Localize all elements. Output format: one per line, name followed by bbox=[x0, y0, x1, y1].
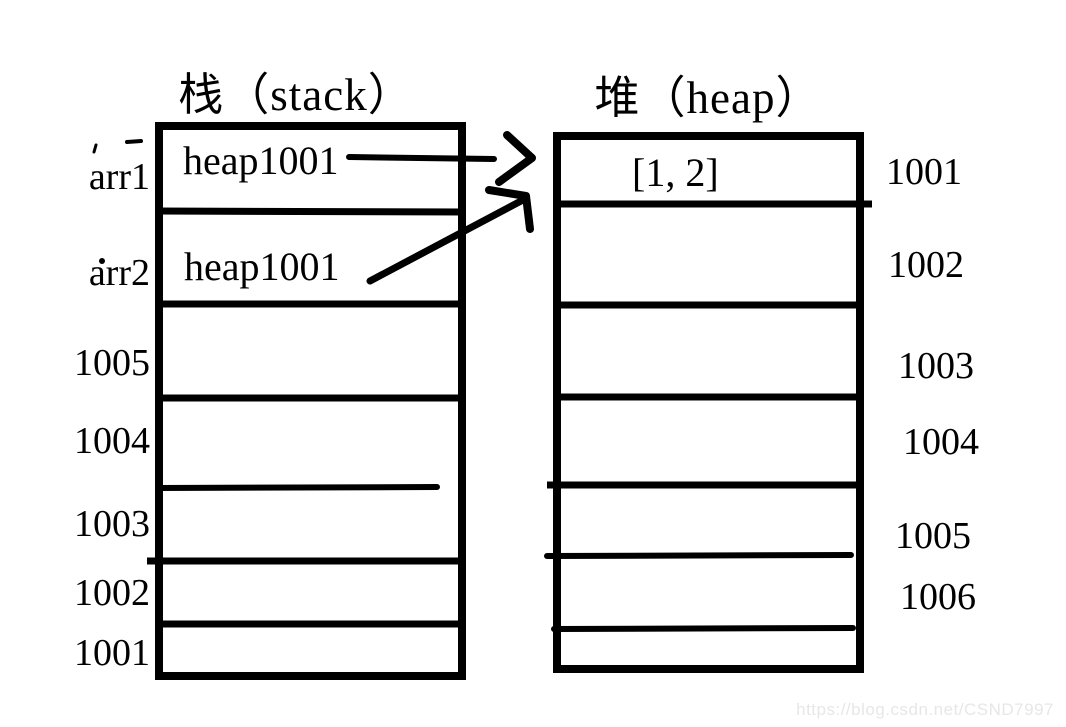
heap-row-label-1001: 1001 bbox=[886, 151, 962, 193]
arrow-arr1-to-heap-line bbox=[346, 154, 497, 162]
heap-divider-6-partial bbox=[551, 625, 856, 632]
handwriting-mark bbox=[99, 258, 105, 264]
stack-divider-4-partial bbox=[155, 484, 440, 491]
stack-row-label-arr1: arr1 bbox=[88, 156, 150, 198]
watermark-url: https://blog.csdn.net/CSND7997 bbox=[796, 700, 1054, 719]
heap-row-label-1004: 1004 bbox=[903, 421, 979, 463]
heap-row-label-1006: 1006 bbox=[900, 576, 976, 618]
heap-box-border bbox=[553, 132, 864, 673]
heap-divider-5-partial bbox=[544, 552, 854, 559]
arrow-arr1-to-heap-head-icon bbox=[495, 131, 536, 186]
stack-row-label-1001: 1001 bbox=[74, 632, 150, 674]
arrow-arr2-to-heap-line bbox=[366, 197, 525, 285]
stack-row-label-1002: 1002 bbox=[74, 572, 150, 614]
stack-divider-1 bbox=[154, 207, 467, 216]
stack-cell-value-arr2: heap1001 bbox=[184, 244, 340, 289]
stack-cell-value-arr1: heap1001 bbox=[183, 138, 339, 183]
heap-row-label-1002: 1002 bbox=[888, 244, 964, 286]
stack-row-label-1005: 1005 bbox=[74, 342, 150, 384]
heap-title: 堆（heap） bbox=[594, 73, 822, 123]
arrow-arr2-to-heap-head-icon bbox=[485, 186, 534, 233]
heap-row-label-1005: 1005 bbox=[895, 515, 971, 557]
heap-cell-value-1001: [1, 2] bbox=[632, 150, 719, 195]
stack-row-label-1003: 1003 bbox=[74, 503, 150, 545]
stack-row-label-1004: 1004 bbox=[74, 420, 150, 462]
handwriting-mark bbox=[92, 143, 98, 154]
heap-row-label-1003: 1003 bbox=[898, 345, 974, 387]
stack-row-label-arr2: arr2 bbox=[88, 252, 150, 294]
stack-title: 栈（stack） bbox=[178, 70, 414, 120]
handwriting-mark bbox=[125, 139, 143, 144]
